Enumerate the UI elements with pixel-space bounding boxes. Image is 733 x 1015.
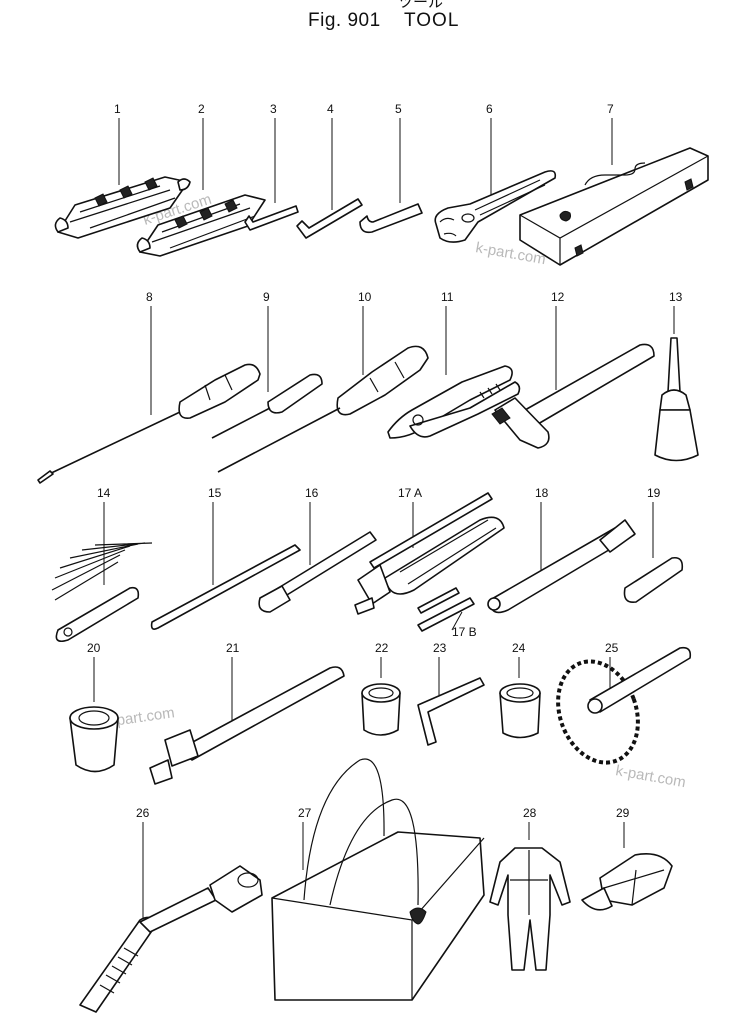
part-3-hex-key: 3 [244,102,299,231]
callout-number: 23 [433,641,447,655]
callout-number: 12 [551,290,565,304]
part-14-feeler-gauge: 14 [51,486,153,643]
part-13-oil-can: 13 [654,290,699,462]
callout-number: 11 [441,290,454,304]
part-25-chain-wrench: 25 [556,641,692,765]
callout-number: 8 [146,290,153,304]
callout-number: 22 [375,641,389,655]
part-4-hex-key: 4 [296,102,363,239]
part-9-small-screwdriver: 9 [211,290,323,439]
callout-number: 14 [97,486,111,500]
figure-title-kana: ツール [398,0,444,11]
callout-number: 4 [327,102,334,116]
part-5-hex-key: 5 [359,102,423,234]
part-23-hex-key: 23 [417,641,485,746]
part-2-wrench-set: 2 [136,102,266,257]
part-10-screwdriver: 10 [217,290,429,473]
figure-name: TOOL [404,10,460,31]
part-12-hammer: 12 [491,290,655,449]
part-28-coverall: 28 [489,806,571,971]
callout-number: 6 [486,102,493,116]
callout-number: 29 [616,806,630,820]
callout-number: 17 A [398,486,422,500]
callout-number: 3 [270,102,277,116]
part-29-cap: 29 [581,806,673,911]
figure-number: Fig. 901 [308,10,381,31]
callout-number: 28 [523,806,537,820]
part-26-box-wrench: 26 [79,806,263,1013]
part-21-handle: 21 [149,641,345,785]
callout-number: 25 [605,641,619,655]
part-11-pliers: 11 [387,290,521,439]
part-15-tire-lever: 15 [150,486,301,630]
callout-number: 20 [87,641,101,655]
part-27-tool-bag: 27 [271,758,485,1001]
part-16-spark-plug-socket: 16 [258,486,377,613]
part-6-adjustable-wrench: 6 [434,102,557,243]
callout-number: 24 [512,641,526,655]
part-17a-grease-gun: 17 A [354,486,505,615]
callout-number: 18 [535,486,549,500]
callout-number: 1 [114,102,121,116]
part-17b-nozzle: 17 B [417,587,477,639]
callout-number: 21 [226,641,240,655]
part-18-extension-bar: 18 [487,486,636,614]
callout-number: 19 [647,486,661,500]
callout-number: 15 [208,486,222,500]
part-7-tool-box: 7 [519,102,709,266]
watermark: k-part.com [614,762,687,791]
part-19-pin: 19 [623,486,684,604]
callout-number: 13 [669,290,683,304]
callout-number: 27 [298,806,312,820]
callout-number: 9 [263,290,270,304]
callout-number: 17 B [452,625,477,639]
part-22-socket: 22 [361,641,401,736]
part-20-socket: 20 [69,641,119,773]
part-24-socket: 24 [499,641,541,739]
callout-number: 10 [358,290,372,304]
part-1-wrench-set: 1 [54,102,191,239]
callout-number: 7 [607,102,614,116]
part-8-screwdriver: 8 [37,290,261,484]
callout-number: 5 [395,102,402,116]
callout-number: 26 [136,806,150,820]
callout-number: 16 [305,486,319,500]
callout-number: 2 [198,102,205,116]
